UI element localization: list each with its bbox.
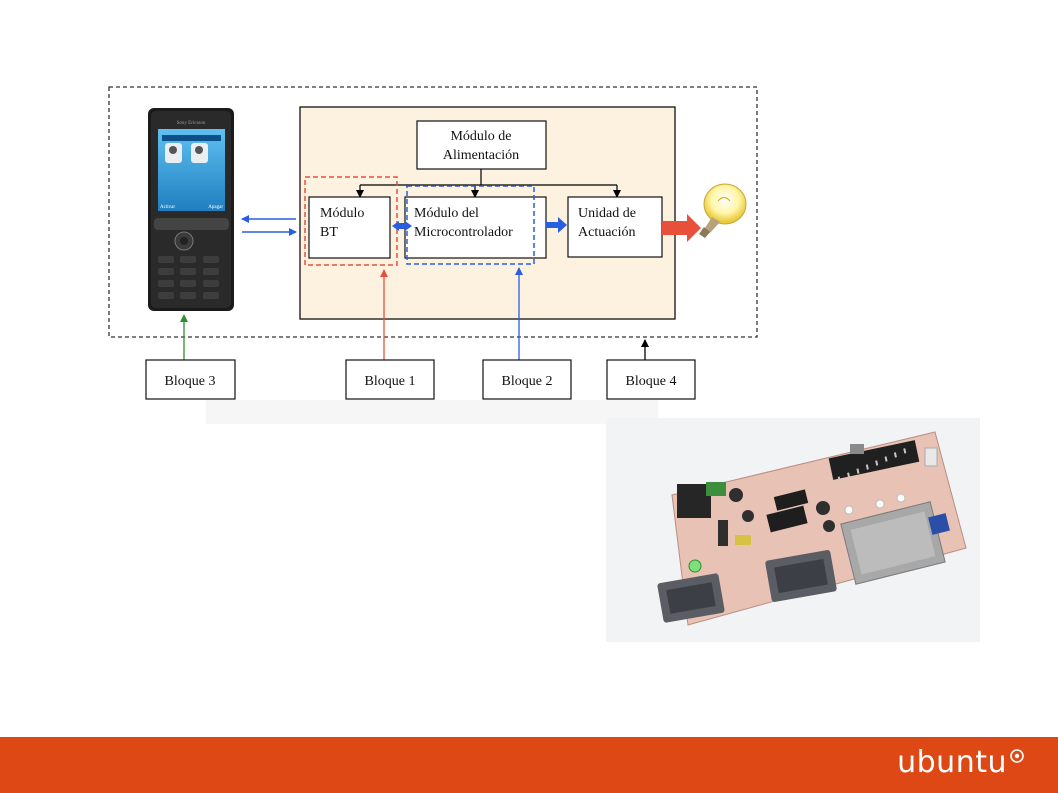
power-supply-label-1: Módulo de (450, 129, 511, 144)
actuation-unit-label-2: Actuación (578, 225, 636, 240)
bloque1-highlight (304, 176, 398, 266)
footer-bar: ubuntu (0, 737, 1058, 793)
bloque3-label: Bloque 3 (165, 374, 216, 389)
power-supply-box (416, 120, 547, 170)
phone-softkey-right: Apagar (208, 205, 223, 210)
mcu-actuator-arrow (546, 217, 567, 233)
bt-module-label-2: BT (320, 225, 338, 240)
circle-of-friends-icon (1010, 749, 1024, 763)
bt-mcu-link-arrow (392, 221, 412, 231)
light-bulb-icon (699, 183, 747, 238)
ubuntu-logo-text: ubuntu (897, 745, 1007, 780)
bloque1-box (345, 359, 435, 400)
bloque4-box (606, 359, 696, 400)
bloque4-label: Bloque 4 (626, 374, 677, 389)
bloque3-box (145, 359, 236, 400)
actuation-unit-label-1: Unidad de (578, 206, 636, 221)
bt-module-label-1: Módulo (320, 206, 364, 221)
bloque2-box (482, 359, 572, 400)
ubuntu-logo: ubuntu (897, 745, 1024, 780)
mcu-module-label-2: Microcontrolador (414, 225, 513, 240)
block-diagram: Sony Ericsson Activar Apagar Módulo de A… (108, 86, 980, 642)
bt-module-box (308, 196, 391, 259)
power-supply-label-2: Alimentación (443, 148, 519, 163)
bloque2-label: Bloque 2 (502, 374, 553, 389)
actuation-unit-box (567, 196, 663, 258)
mcu-module-label-1: Módulo del (414, 206, 479, 221)
diagram-shadow-band (206, 400, 658, 424)
mobile-phone-icon: Sony Ericsson Activar Apagar (148, 108, 234, 311)
mcu-module-box (404, 196, 547, 259)
system-boundary (108, 86, 758, 338)
phone-softkey-left: Activar (160, 205, 175, 210)
phone-brand-label: Sony Ericsson (177, 121, 206, 126)
output-arrow (662, 214, 701, 242)
circuit-board-photo (606, 418, 980, 642)
bloque1-label: Bloque 1 (365, 374, 416, 389)
